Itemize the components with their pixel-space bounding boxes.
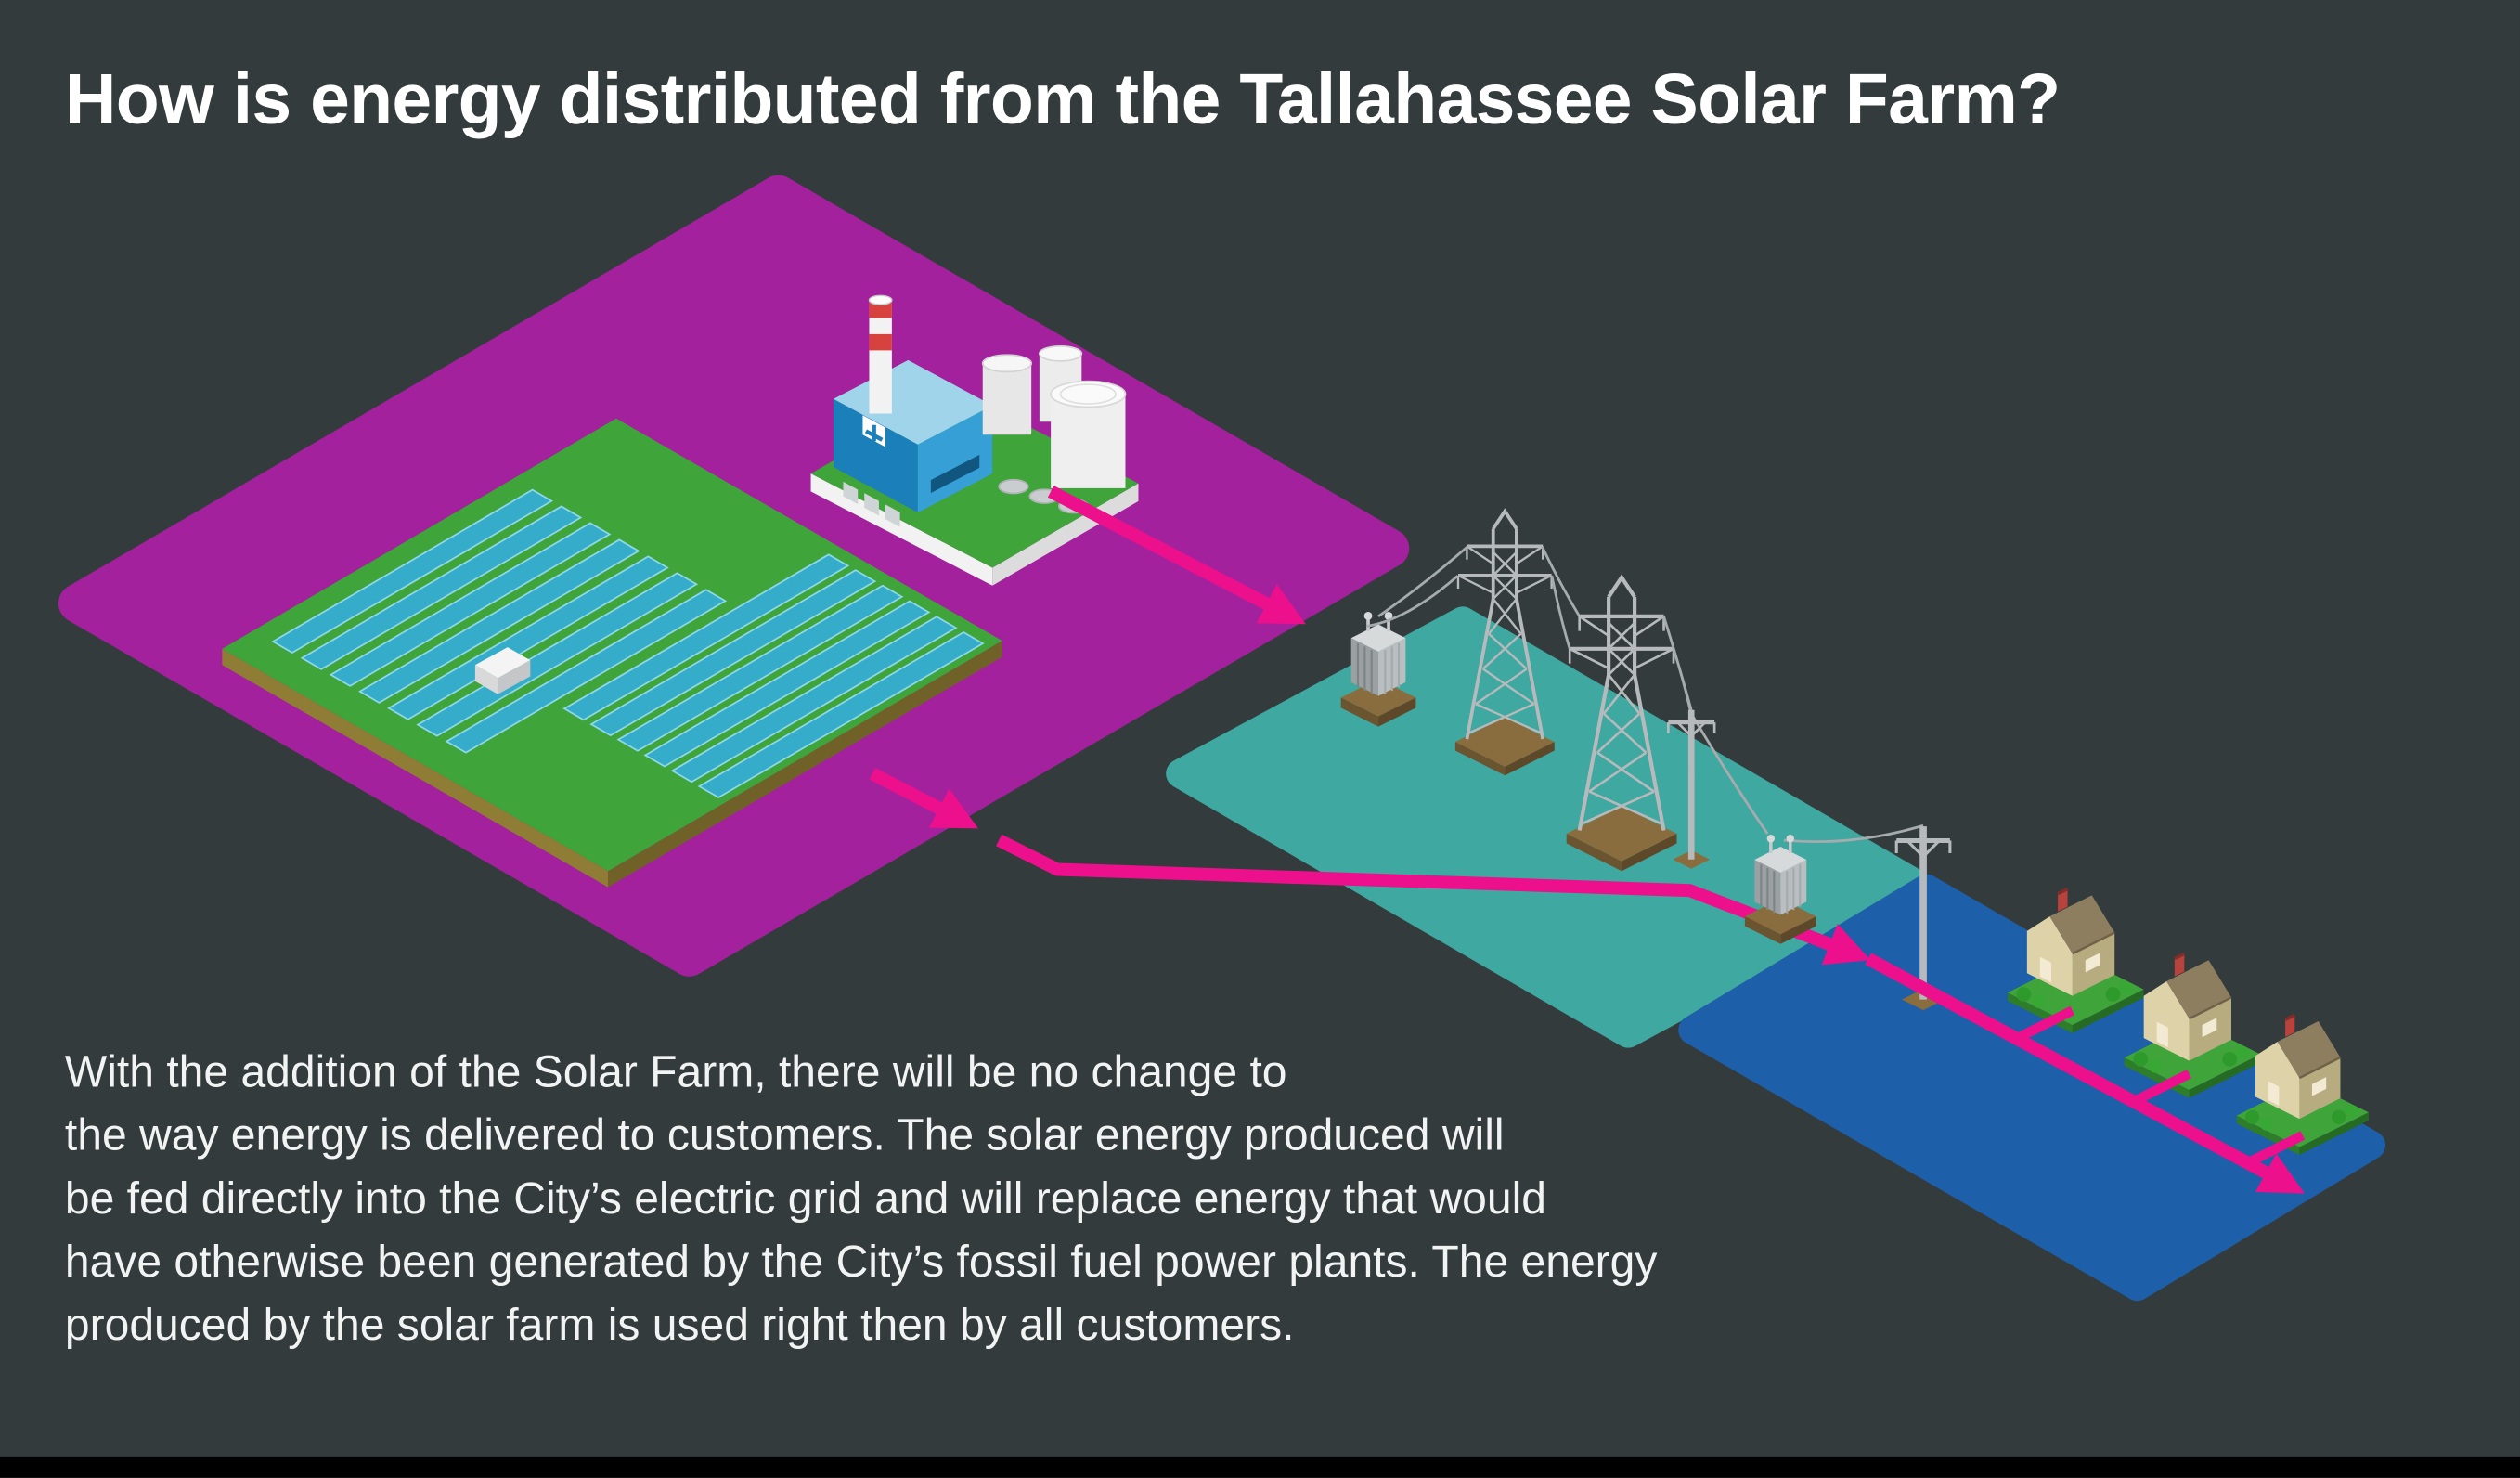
solar-panel-row: [329, 522, 612, 687]
description-line: the way energy is delivered to customers…: [64, 1109, 1505, 1160]
solar-panel-array-left: [271, 488, 728, 754]
solar-panel-row: [697, 631, 985, 799]
substation-transformer: [1338, 610, 1418, 729]
solar-panel-row: [616, 584, 904, 752]
footer-bar: [0, 1456, 2520, 1478]
smokestack-icon: [868, 294, 893, 414]
page-title: How is energy distributed from the Talla…: [64, 60, 2061, 141]
solar-panel-row: [416, 572, 699, 737]
power-line-wires: [1366, 545, 1924, 844]
solar-panel-row: [562, 553, 850, 721]
neighborhood-distribution: [1865, 953, 2306, 1194]
description-line: be fed directly into the City’s electric…: [64, 1173, 1546, 1224]
cooling-tower: [982, 363, 1032, 435]
solar-panel-row: [589, 569, 877, 737]
transmission-platform: [1166, 606, 1925, 1048]
description-line: have otherwise been generated by the Cit…: [64, 1236, 1658, 1287]
service-drop-line: [2131, 1069, 2191, 1106]
building-vents: [843, 481, 900, 527]
solar-panel-row: [271, 488, 554, 655]
solar-panel-row: [643, 600, 931, 768]
solar-panel-array-right: [562, 553, 985, 799]
power-plant: [810, 294, 1139, 586]
solar-panel-row: [670, 616, 958, 784]
inverter-shed: [474, 647, 531, 694]
energy-flow-arrow-plant: [1047, 486, 1306, 625]
description-line: produced by the solar farm is used right…: [64, 1299, 1295, 1350]
solar-panel-row: [300, 505, 583, 670]
description-line: With the addition of the Solar Farm, the…: [64, 1045, 1287, 1097]
energy-flow-line-homes: [1865, 953, 2305, 1194]
service-drop-line: [2245, 1131, 2306, 1168]
cooling-towers: [981, 344, 1127, 488]
solar-panel-field: [222, 418, 1002, 888]
solar-field-edge: [608, 641, 1002, 888]
cooling-tower: [1051, 394, 1126, 488]
building-windows: [930, 454, 980, 494]
solar-panel-row: [387, 555, 669, 720]
substation: [1338, 509, 1924, 946]
power-plant-slab: [992, 483, 1139, 586]
energy-flow-arrow-solar: [869, 768, 978, 829]
solar-panel-row: [357, 538, 640, 704]
solar-field-edge: [222, 648, 609, 888]
description-text: With the addition of the Solar Farm, the…: [65, 1040, 1658, 1356]
service-drop-line: [2015, 1005, 2075, 1043]
solar-panel-row: [445, 589, 728, 754]
